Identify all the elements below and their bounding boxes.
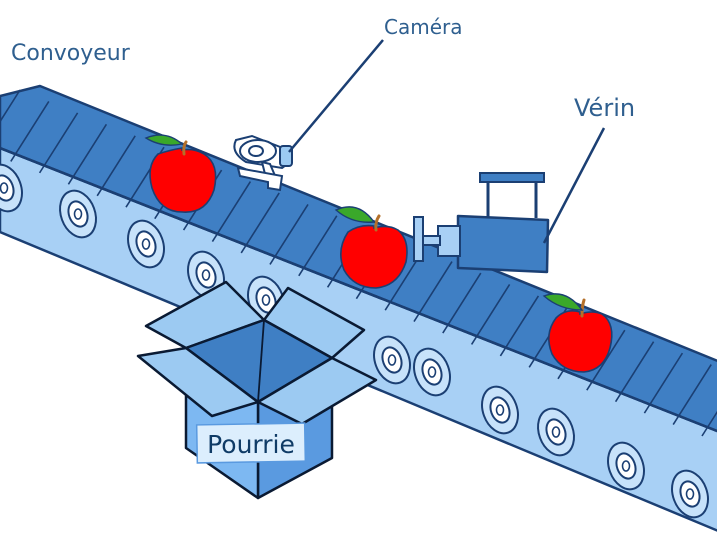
camera-leader [288,39,384,153]
belt-slat [67,123,108,185]
bin-label-text: Pourrie [207,430,295,459]
apple-icon [334,206,408,289]
actuator-leader [542,127,606,244]
camera-label: Caméra [384,15,463,39]
actuator-label: Vérin [574,94,635,122]
roller-icon [0,163,23,213]
roller-icon [481,385,519,435]
webcam-icon [233,134,293,192]
apple-icon [144,134,217,213]
belt-slat [240,192,280,254]
roller-icon [607,441,645,491]
belt-slat [499,295,540,357]
roller-icon [413,347,451,397]
roller-icon [671,469,709,519]
roller-icon [373,335,411,385]
belt-slat [614,341,655,403]
apple-icon [542,293,613,373]
conveyor-belt [0,84,717,532]
belt-slat [211,181,252,242]
belt-slat [269,203,309,265]
actuator [413,172,550,274]
belt-slat [586,329,626,391]
belt-slat [38,112,79,174]
belt-slat [701,410,717,437]
belt-slat [0,89,21,124]
belt-slat [10,101,50,162]
roller-icon [127,219,165,269]
conveyor-label: Convoyeur [11,41,131,66]
belt-slat [442,272,482,334]
actuator-body [456,214,550,274]
belt-slat [413,261,453,323]
belt-slat [470,284,511,345]
belt-slat [672,364,712,425]
roller-icon [537,407,575,457]
belt-slat [96,135,136,197]
bin-label: Pourrie [195,422,307,464]
conveyor-rollers [0,163,709,519]
belt-slat [298,215,338,277]
roller-icon [59,189,97,239]
belt-slat [643,352,684,414]
